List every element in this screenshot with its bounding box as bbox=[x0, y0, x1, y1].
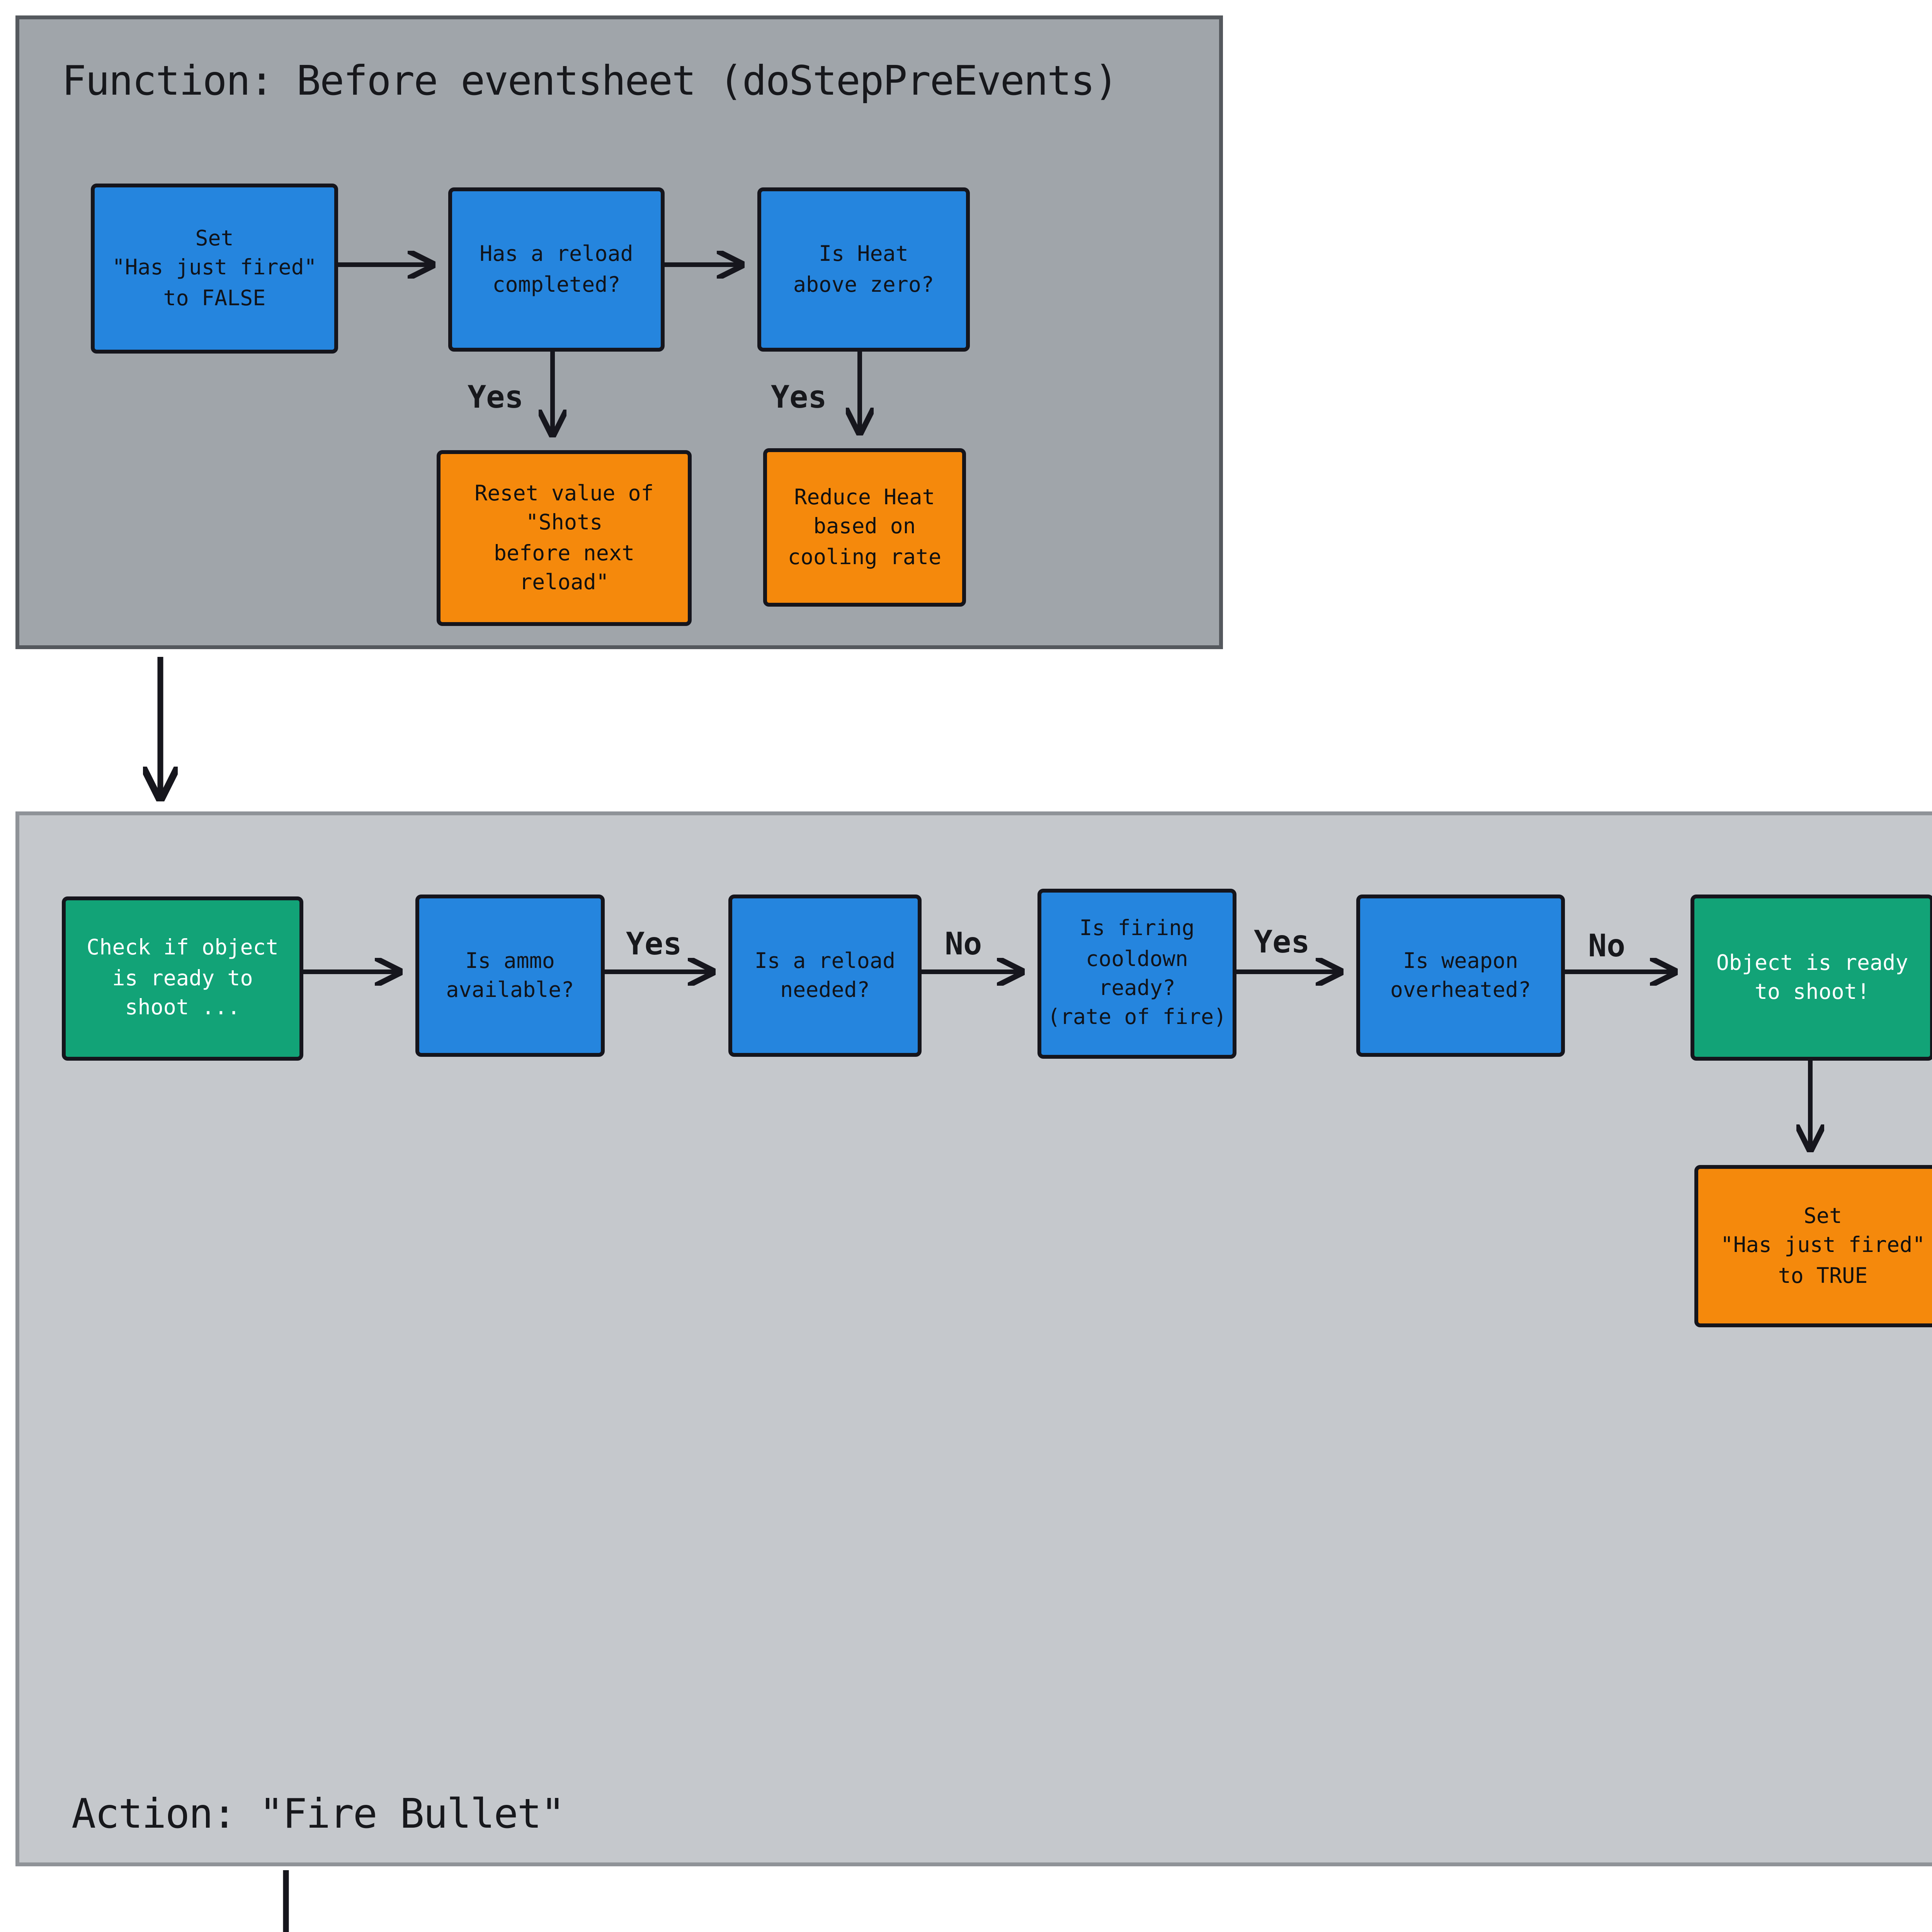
node-is-cooldown-ready: Is firing cooldown ready? (rate of fire) bbox=[1037, 889, 1236, 1059]
edge-label-yes-reload: Yes bbox=[468, 379, 524, 415]
section-before-title: Function: Before eventsheet (doStepPreEv… bbox=[62, 58, 1119, 104]
node-reduce-heat-cooling: Reduce Heat based on cooling rate bbox=[763, 448, 966, 607]
node-is-ammo-available: Is ammo available? bbox=[415, 895, 605, 1057]
node-is-reload-needed: Is a reload needed? bbox=[728, 895, 922, 1057]
edge-label-yes-ammo: Yes bbox=[626, 925, 682, 962]
node-set-has-just-fired-true: Set "Has just fired" to TRUE bbox=[1694, 1165, 1932, 1327]
edge-label-no-reload: No bbox=[945, 925, 982, 962]
node-is-weapon-overheated: Is weapon overheated? bbox=[1356, 895, 1565, 1057]
section-before-eventsheet: Function: Before eventsheet (doStepPreEv… bbox=[15, 15, 1223, 649]
node-check-object-ready: Check if object is ready to shoot ... bbox=[62, 896, 303, 1061]
node-is-heat-above-zero: Is Heat above zero? bbox=[757, 187, 970, 352]
section-fire-title: Action: "Fire Bullet" bbox=[71, 1791, 565, 1837]
section-fire-bullet: Action: "Fire Bullet" Check if object is… bbox=[15, 811, 1932, 1866]
node-object-ready-to-shoot: Object is ready to shoot! bbox=[1690, 895, 1932, 1061]
edge-label-no-overheat: No bbox=[1588, 927, 1626, 964]
node-reset-shots-before-reload: Reset value of "Shots before next reload… bbox=[437, 450, 692, 626]
node-has-reload-completed: Has a reload completed? bbox=[448, 187, 665, 352]
edge-label-yes-cooldown: Yes bbox=[1254, 923, 1310, 960]
node-set-has-just-fired-false: Set "Has just fired" to FALSE bbox=[91, 184, 338, 354]
edge-label-yes-heat: Yes bbox=[771, 379, 827, 415]
